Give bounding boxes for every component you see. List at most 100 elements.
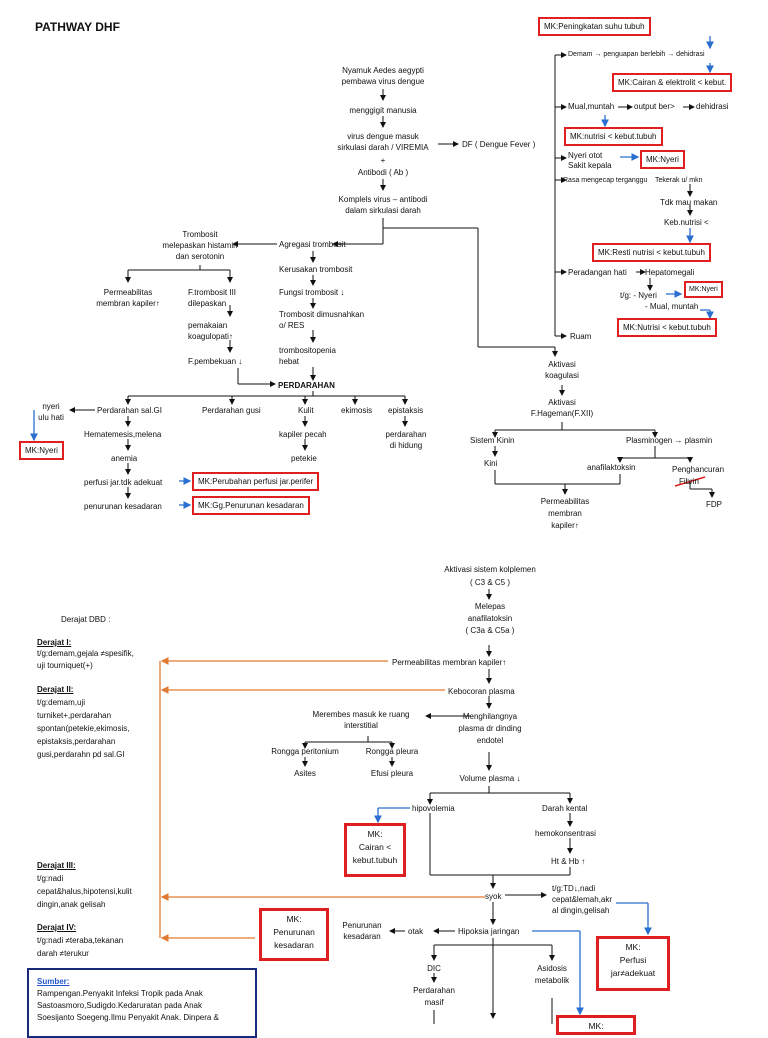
derajat-3-text: t/g:nadi cepat&halus,hipotensi,kulit din… xyxy=(37,874,132,909)
derajat-heading: Derajat DBD : xyxy=(61,615,111,624)
node-mual-muntah: - Mual, muntah xyxy=(645,302,699,311)
node-petekie: petekie xyxy=(291,454,317,463)
derajat-1-title: Derajat I: xyxy=(37,638,72,647)
node-asites: Asites xyxy=(294,769,316,778)
node-peradangan: Peradangan hati xyxy=(568,268,627,277)
node-plus: + xyxy=(380,156,386,165)
node-fdp: FDP xyxy=(706,500,722,509)
node-penurunan-kes: Penurunan kesadaran xyxy=(342,921,382,941)
node-pemakaian: pemakaian koagulopati↑ xyxy=(188,321,233,341)
node-volume: Volume plasma ↓ xyxy=(459,774,521,783)
node-keb-nutrisi: Keb.nutrisi < xyxy=(664,218,709,227)
sumber-heading: Sumber: xyxy=(37,977,70,986)
node-penghancuran: Penghancuran xyxy=(672,465,725,474)
derajat-2-title: Derajat II: xyxy=(37,685,74,694)
page-title: PATHWAY DHF xyxy=(35,20,120,34)
node-trombositopenia: trombositopenia hebat xyxy=(279,346,336,366)
node-tg-syok: t/g:TD↓,nadi cepat&lemah,akr al dingin,g… xyxy=(552,884,613,915)
node-aktivasi-koagulasi: Aktivasi koagulasi xyxy=(545,360,579,380)
node-perdarahan-masif: Perdarahan masif xyxy=(413,986,455,1007)
sumber-text: Rampengan.Penyakit Infeksi Tropik pada A… xyxy=(37,989,219,1022)
node-kebocoran: Kebocoran plasma xyxy=(448,687,515,696)
node-rasa: Rasa mengecap terganggu xyxy=(563,177,648,184)
node-hepatomegali: Hepatomegali xyxy=(645,268,695,277)
mk-suhu: MK:Peningkatan suhu tubuh xyxy=(538,17,651,36)
node-sakit-kepala: Sakit kepala xyxy=(568,161,612,170)
node-virus: virus dengue masuk sirkulasi darah / VIR… xyxy=(337,132,429,152)
node-perfusi: perfusi jar.tdk adekuat xyxy=(84,478,163,487)
node-perdarahan-hidung: perdarahan di hidung xyxy=(385,430,427,450)
node-ht-hb: Ht & Hb ↑ xyxy=(551,857,586,866)
derajat-1-text: t/g:demam,gejala ≠spesifik, uji tourniqu… xyxy=(37,649,134,670)
node-otak: otak xyxy=(408,927,424,936)
node-melepas: Melepas anafilatoksin ( C3a & C5a ) xyxy=(465,602,515,635)
node-demam: Demam → penguapan berlebih → dehidrasi xyxy=(568,51,705,58)
derajat-4-text: t/g:nadi ≠teraba,tekanan darah ≠terukur xyxy=(37,936,124,958)
node-epistaksis: epistaksis xyxy=(388,406,424,415)
node-tg-nyeri: t/g: - Nyeri xyxy=(620,291,657,300)
mk-penurunan-kesadaran: MK: Penurunan kesadaran xyxy=(259,908,329,961)
node-fungsi: Fungsi trombosit ↓ xyxy=(279,288,345,297)
node-hipoksia: Hipoksia jaringan xyxy=(458,927,520,936)
node-syok: syok xyxy=(485,892,502,901)
node-hipovolemia: hipovolemia xyxy=(412,804,455,813)
derajat-3-title: Derajat III: xyxy=(37,861,76,870)
node-hematemesis: Hematemesis,melena xyxy=(84,430,162,439)
node-permeabilitas: Permeabilitas membran kapiler↑ xyxy=(392,658,507,667)
mk-nyeri-1: MK:Nyeri xyxy=(640,150,685,169)
node-darah-kental: Darah kental xyxy=(542,804,588,813)
mk-nyeri-left: MK:Nyeri xyxy=(19,441,64,460)
node-melepaskan: Trombosit melepaskan histamin dan seroto… xyxy=(162,230,238,261)
node-kini: Kini xyxy=(484,459,498,468)
node-kapiler-pecah: kapiler pecah xyxy=(279,430,327,439)
mk-nutrisi-2: MK:Nutrisi < kebut.tubuh xyxy=(617,318,717,337)
mk-resti: MK:Resti nutrisi < kebut.tubuh xyxy=(592,243,711,262)
node-fpembekuan: F.pembekuan ↓ xyxy=(188,357,243,366)
node-ftrombosit: F.trombosit III dilepaskan xyxy=(188,288,237,308)
node-merembes: Merembes masuk ke ruang interstitial xyxy=(312,710,410,730)
node-mual: Mual,muntah xyxy=(568,102,615,111)
node-plasminogen: Plasminogen → plasmin xyxy=(626,436,713,445)
node-ekimosis: ekimosis xyxy=(341,406,373,415)
node-gusi: Perdarahan gusi xyxy=(202,406,261,415)
node-permeabilitas-kapiler: Permeabilitas membran kapiler↑ xyxy=(96,288,160,308)
node-tdk-mau: Tdk mau makan xyxy=(660,198,718,207)
mk-nutrisi-1: MK:nutrisi < kebut.tubuh xyxy=(564,127,663,146)
node-pleura: Rongga pleura xyxy=(365,747,419,756)
mk-cairan-2: MK: Cairan < kebut.tubuh xyxy=(344,823,406,877)
node-menghilangnya: Menghilangnya plasma dr dinding endotel xyxy=(458,712,522,745)
node-anemia: anemia xyxy=(111,454,138,463)
node-penurunan: penurunan kesadaran xyxy=(84,502,162,511)
node-sistem-kinin: Sistem Kinin xyxy=(470,436,515,445)
node-dic: DIC xyxy=(427,964,441,973)
node-asidosis: Asidosis metabolik xyxy=(534,964,570,985)
node-ruam: Ruam xyxy=(570,332,592,341)
node-efusi: Efusi pleura xyxy=(370,769,414,778)
fibrin-strike xyxy=(674,476,706,487)
node-perdarahan: PERDARAHAN xyxy=(278,381,335,390)
node-output: output ber> xyxy=(634,102,675,111)
node-c3c5: ( C3 & C5 ) xyxy=(469,578,510,587)
node-df: DF ( Dengue Fever ) xyxy=(462,140,536,149)
node-fibrin: Fibrin xyxy=(679,477,700,486)
node-antibodi: Antibodi ( Ab ) xyxy=(357,168,409,177)
node-komplemen: Aktivasi sistem kolplemen xyxy=(444,565,536,574)
derajat-2-text: t/g:demam,uji turniket+,perdarahan spont… xyxy=(37,698,130,759)
node-nyamuk: Nyamuk Aedes aegypti pembawa virus dengu… xyxy=(341,66,425,86)
node-kerusakan: Kerusakan trombosit xyxy=(279,265,353,274)
mk-nyeri-2: MK:Nyeri xyxy=(684,281,723,298)
node-tkerak: Tekerak u/ mkn xyxy=(655,177,703,184)
derajat-4-title: Derajat IV: xyxy=(37,923,77,932)
sumber-box: Sumber: Rampengan.Penyakit Infeksi Tropi… xyxy=(27,968,257,1038)
node-hemokonsentrasi: hemokonsentrasi xyxy=(535,829,596,838)
node-dehidrasi: dehidrasi xyxy=(696,102,729,111)
mk-cairan-elektrolit: MK:Cairan & elektrolit < kebut. xyxy=(612,73,733,92)
node-peritonium: Rongga peritonium xyxy=(271,747,339,756)
mk-bottom: MK: xyxy=(556,1015,636,1035)
node-saluran-gi: Perdarahan sal.GI xyxy=(97,406,162,415)
node-kompleks: Komplels virus – antibodi dalam sirkulas… xyxy=(338,195,428,215)
mk-kesadaran-1: MK:Gg.Penurunan kesadaran xyxy=(192,496,310,515)
node-anafilaktoksin: anafilaktoksin xyxy=(587,463,636,472)
node-menggigit: menggigit manusia xyxy=(349,106,417,115)
